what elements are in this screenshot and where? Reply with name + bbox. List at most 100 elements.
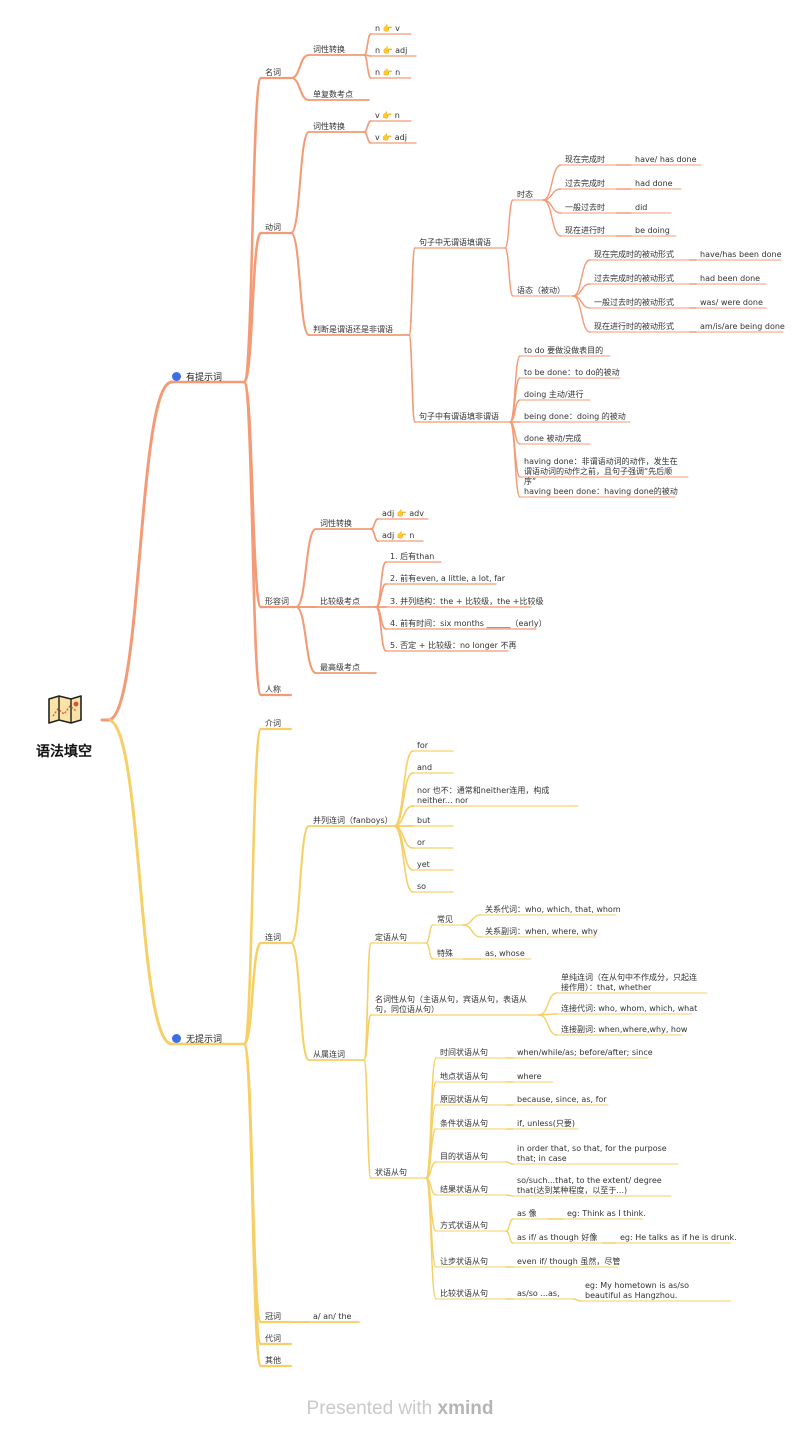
- topic-b2b1a1[interactable]: 关系代词：who, which, that, whom: [485, 905, 621, 915]
- topic-a3a2[interactable]: adj 👉 n: [382, 531, 414, 541]
- topic-b2b3cv[interactable]: because, since, as, for: [517, 1095, 607, 1105]
- topic-a3b1[interactable]: 1. 后有than: [390, 552, 434, 562]
- topic-b2a1[interactable]: for: [417, 741, 428, 751]
- topic-a2b2e[interactable]: done 被动/完成: [524, 434, 581, 444]
- topic-b2b3fv[interactable]: so/such...that, to the extent/ degree th…: [517, 1176, 665, 1196]
- topic-a1[interactable]: 名词: [265, 68, 281, 78]
- topic-b2b1a[interactable]: 常见: [437, 915, 453, 925]
- topic-a2b1a1v[interactable]: have/ has done: [635, 155, 697, 165]
- topic-a2b2c[interactable]: doing 主动/进行: [524, 390, 584, 400]
- topic-b5[interactable]: 其他: [265, 1356, 281, 1366]
- topic-a2b1a2v[interactable]: had done: [635, 179, 673, 189]
- topic-b2b2c[interactable]: 连接副词: when,where,why, how: [561, 1025, 687, 1035]
- topic-a3b[interactable]: 比较级考点: [320, 597, 360, 607]
- topic-b2a3[interactable]: nor 也不：通常和neither连用，构成neither... nor: [417, 786, 572, 806]
- topic-a2b1b1v[interactable]: have/has been done: [700, 250, 782, 260]
- topic-a2b1a4[interactable]: 现在进行时: [565, 226, 605, 236]
- topic-b2b3d[interactable]: 条件状语从句: [440, 1119, 488, 1129]
- topic-a2b1a4v[interactable]: be doing: [635, 226, 670, 236]
- topic-b2b3g2[interactable]: as if/ as though 好像: [517, 1233, 597, 1243]
- topic-a2b1a1[interactable]: 现在完成时: [565, 155, 605, 165]
- topic-a2b1a2[interactable]: 过去完成时: [565, 179, 605, 189]
- topic-b2b1b1[interactable]: as, whose: [485, 949, 525, 959]
- topic-b[interactable]: 无提示词: [172, 1034, 222, 1045]
- topic-a2b1b2v[interactable]: had been done: [700, 274, 760, 284]
- topic-a2b1a[interactable]: 时态: [517, 190, 533, 200]
- topic-a2b2a[interactable]: to do 要做没做表目的: [524, 346, 603, 356]
- topic-b2b3dv[interactable]: if, unless(只要): [517, 1119, 575, 1129]
- topic-a2b1b4[interactable]: 现在进行时的被动形式: [594, 322, 674, 332]
- topic-b2b3hv[interactable]: even if/ though 虽然，尽管: [517, 1257, 620, 1267]
- topic-a2b1b1[interactable]: 现在完成时的被动形式: [594, 250, 674, 260]
- topic-b2b3i[interactable]: 比较状语从句: [440, 1289, 488, 1299]
- topic-b2a6[interactable]: yet: [417, 860, 430, 870]
- topic-b2b2b[interactable]: 连接代词: who, whom, which, what: [561, 1004, 697, 1014]
- topic-a3b3[interactable]: 3. 并列结构：the + 比较级，the +比较级: [390, 597, 543, 607]
- topic-a2a[interactable]: 词性转换: [313, 122, 345, 132]
- topic-b2b[interactable]: 从属连词: [313, 1050, 345, 1060]
- topic-b2b3av[interactable]: when/while/as; before/after; since: [517, 1048, 653, 1058]
- topic-b2a7[interactable]: so: [417, 882, 426, 892]
- topic-b2b3g1[interactable]: as 像: [517, 1209, 537, 1219]
- topic-b1[interactable]: 介词: [265, 719, 281, 729]
- topic-b2a5[interactable]: or: [417, 838, 425, 848]
- topic-b2b3c[interactable]: 原因状语从句: [440, 1095, 488, 1105]
- topic-a3b5[interactable]: 5. 否定 + 比较级：no longer 不再: [390, 641, 517, 651]
- topic-b2b3h[interactable]: 让步状语从句: [440, 1257, 488, 1267]
- topic-b2b3ev[interactable]: in order that, so that, for the purpose …: [517, 1144, 672, 1164]
- topic-a2b1b2[interactable]: 过去完成时的被动形式: [594, 274, 674, 284]
- topic-a[interactable]: 有提示词: [172, 372, 222, 383]
- topic-a2b1b4v[interactable]: am/is/are being done: [700, 322, 785, 332]
- topic-b2b3g2v[interactable]: eg: He talks as if he is drunk.: [620, 1233, 737, 1243]
- topic-a3b2[interactable]: 2. 前有even, a little, a lot, far: [390, 574, 505, 584]
- topic-b3a[interactable]: a/ an/ the: [313, 1312, 351, 1322]
- topic-a2b2d[interactable]: being done：doing 的被动: [524, 412, 626, 422]
- topic-b2b1b[interactable]: 特殊: [437, 949, 453, 959]
- topic-a2b2g[interactable]: having been done：having done的被动: [524, 487, 678, 497]
- topic-a2b2[interactable]: 句子中有谓语填非谓语: [419, 412, 499, 422]
- topic-b2b3f[interactable]: 结果状语从句: [440, 1185, 488, 1195]
- topic-b2b1[interactable]: 定语从句: [375, 933, 407, 943]
- topic-b4[interactable]: 代词: [265, 1334, 281, 1344]
- topic-a3a1[interactable]: adj 👉 adv: [382, 509, 424, 519]
- topic-a1a[interactable]: 词性转换: [313, 45, 345, 55]
- topic-b2b3e[interactable]: 目的状语从句: [440, 1152, 488, 1162]
- topic-a2b2f[interactable]: having done：非谓语动词的动作，发生在谓语动词的动作之前，且句子强调“…: [524, 457, 682, 487]
- topic-a2b1a3v[interactable]: did: [635, 203, 647, 213]
- topic-b2b2a[interactable]: 单纯连词（在从句中不作成分，只起连接作用）：that, whether: [561, 973, 701, 993]
- topic-b2b3b[interactable]: 地点状语从句: [440, 1072, 488, 1082]
- topic-b2[interactable]: 连词: [265, 933, 281, 943]
- topic-b2b3bv[interactable]: where: [517, 1072, 542, 1082]
- topic-b2b3a[interactable]: 时间状语从句: [440, 1048, 488, 1058]
- topic-b2b3g1v[interactable]: eg: Think as I think.: [567, 1209, 646, 1219]
- topic-a2b2b[interactable]: to be done：to do的被动: [524, 368, 620, 378]
- topic-a2b[interactable]: 判断是谓语还是非谓语: [313, 325, 393, 335]
- topic-a4[interactable]: 人称: [265, 685, 281, 695]
- topic-a2[interactable]: 动词: [265, 223, 281, 233]
- topic-a3b4[interactable]: 4. 前有时间：six months ______（early）: [390, 619, 547, 629]
- topic-b2b3i1[interactable]: as/so ...as,: [517, 1289, 560, 1299]
- topic-a2b1b3v[interactable]: was/ were done: [700, 298, 763, 308]
- topic-b2a4[interactable]: but: [417, 816, 430, 826]
- topic-a1a1[interactable]: n 👉 v: [375, 24, 400, 34]
- topic-b3[interactable]: 冠词: [265, 1312, 281, 1322]
- topic-a3[interactable]: 形容词: [265, 597, 289, 607]
- topic-b2b2[interactable]: 名词性从句（主语从句，宾语从句，表语从句，同位语从句）: [375, 995, 533, 1015]
- topic-a2a1[interactable]: v 👉 n: [375, 111, 400, 121]
- topic-a2b1b3[interactable]: 一般过去时的被动形式: [594, 298, 674, 308]
- topic-a2a2[interactable]: v 👉 adj: [375, 133, 407, 143]
- topic-a3a[interactable]: 词性转换: [320, 519, 352, 529]
- topic-a2b1b[interactable]: 语态（被动）: [517, 286, 565, 296]
- topic-b2a[interactable]: 并列连词（fanboys）: [313, 816, 393, 826]
- topic-b2b1a2[interactable]: 关系副词：when, where, why: [485, 927, 598, 937]
- topic-b2a2[interactable]: and: [417, 763, 432, 773]
- topic-a1b[interactable]: 单复数考点: [313, 90, 353, 100]
- topic-b2b3g[interactable]: 方式状语从句: [440, 1221, 488, 1231]
- topic-a2b1[interactable]: 句子中无谓语填谓语: [419, 238, 491, 248]
- root-topic[interactable]: 语法填空: [36, 744, 92, 760]
- topic-a1a3[interactable]: n 👉 n: [375, 68, 400, 78]
- topic-a3c[interactable]: 最高级考点: [320, 663, 360, 673]
- topic-a2b1a3[interactable]: 一般过去时: [565, 203, 605, 213]
- topic-b2b3i1v[interactable]: eg: My hometown is as/so beautiful as Ha…: [585, 1281, 725, 1301]
- topic-b2b3[interactable]: 状语从句: [375, 1168, 407, 1178]
